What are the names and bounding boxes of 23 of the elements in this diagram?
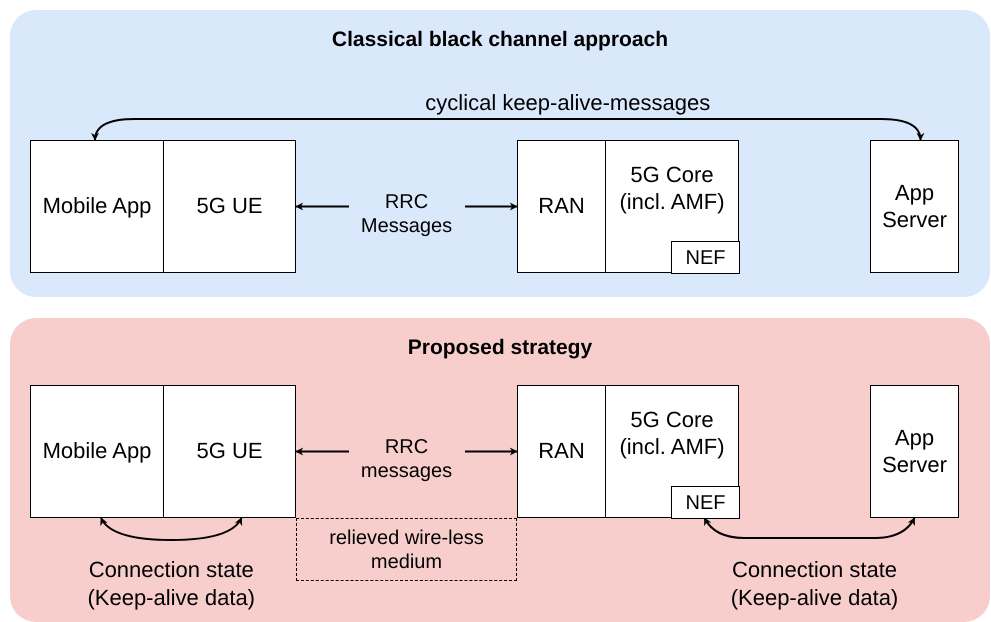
double-arrow <box>100 517 242 541</box>
section-panel <box>10 10 990 297</box>
edge-label: Connection state (Keep-alive data) <box>730 556 900 611</box>
section-panel <box>10 318 990 622</box>
function-box: NEF <box>671 241 740 274</box>
edge-label: cyclical keep-alive-messages <box>424 89 712 116</box>
double-arrow <box>704 517 916 539</box>
component-box: RAN <box>517 385 606 518</box>
dashed-area-box: relieved wire-less medium <box>296 518 517 581</box>
component-box: Mobile App <box>30 385 164 518</box>
component-box: App Server <box>870 140 959 273</box>
component-box: 5G UE <box>163 140 296 273</box>
function-box: NEF <box>671 486 740 519</box>
component-box: App Server <box>870 385 959 518</box>
component-box: Mobile App <box>30 140 164 273</box>
component-box: 5G UE <box>163 385 296 518</box>
edge-label: Connection state (Keep-alive data) <box>86 556 256 611</box>
component-box: 5G Core (incl. AMF) NEF <box>605 140 739 273</box>
component-box: RAN <box>517 140 606 273</box>
section-title: Proposed strategy <box>406 336 594 360</box>
section-title: Classical black channel approach <box>330 28 670 52</box>
double-arrow <box>92 118 924 141</box>
component-box: 5G Core (incl. AMF) NEF <box>605 385 739 518</box>
